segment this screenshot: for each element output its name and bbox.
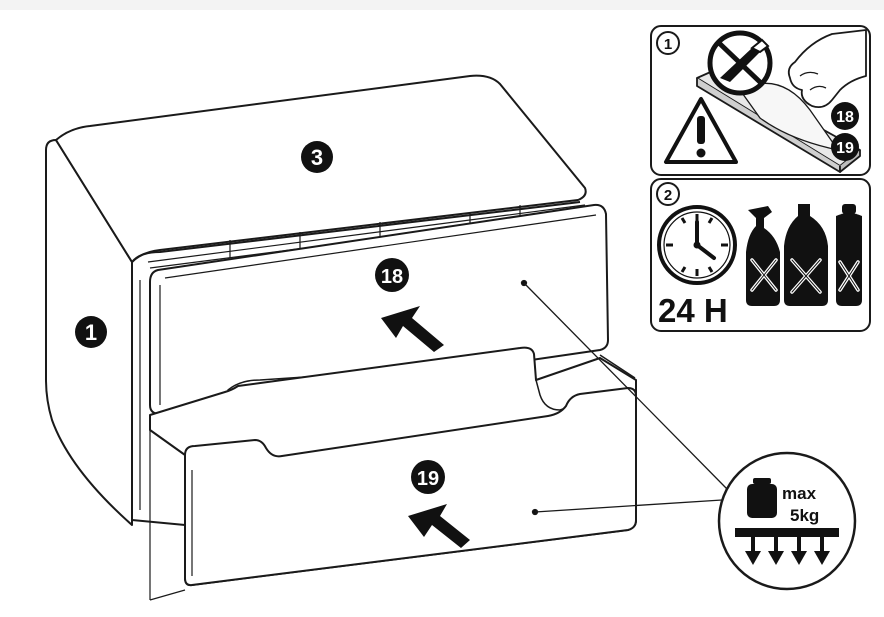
lower-drawer: [149, 346, 637, 601]
spray-bottle-icon: [746, 206, 780, 306]
max-load-badge: max 5kg: [717, 451, 857, 591]
weight-icon: [747, 478, 777, 518]
duration-label: 24 H: [658, 292, 728, 329]
no-knife-icon: [707, 30, 773, 96]
forbidden-x-outline: [751, 259, 859, 293]
cleaner-bottle-icon: [784, 204, 828, 306]
max-label: max: [782, 484, 817, 503]
svg-text:18: 18: [836, 109, 854, 126]
aerosol-can-icon: [836, 204, 862, 306]
instruction-panel-cleaning-wait: 2 24 H: [650, 178, 871, 332]
shelf-load-icon: [735, 528, 839, 565]
top-edge: [0, 0, 884, 10]
push-arrow-lower: [408, 504, 470, 548]
top-panel-number: 3: [311, 145, 323, 170]
push-arrow-upper: [381, 306, 444, 352]
weight-limit: 5kg: [790, 506, 819, 525]
clock-icon: [657, 205, 737, 285]
lower-drawer-badge: 19: [411, 460, 445, 494]
svg-text:19: 19: [836, 140, 854, 157]
panel1-part-18: 18: [831, 102, 859, 130]
top-panel-badge: 3: [301, 141, 333, 173]
panel2-step-number: 2: [664, 187, 672, 204]
lower-drawer-number: 19: [417, 468, 439, 490]
side-panel-number: 1: [85, 320, 97, 345]
instruction-panel-protective-film: 1 18: [650, 25, 871, 176]
hand-icon: [787, 29, 867, 109]
panel1-part-19: 19: [831, 133, 859, 161]
warning-triangle-icon: [664, 97, 738, 164]
panel1-step-number: 1: [664, 36, 672, 53]
leader-lines: [520, 279, 729, 516]
side-panel-badge: 1: [75, 316, 107, 348]
upper-drawer-number: 18: [381, 266, 403, 288]
upper-drawer-badge: 18: [375, 258, 409, 292]
